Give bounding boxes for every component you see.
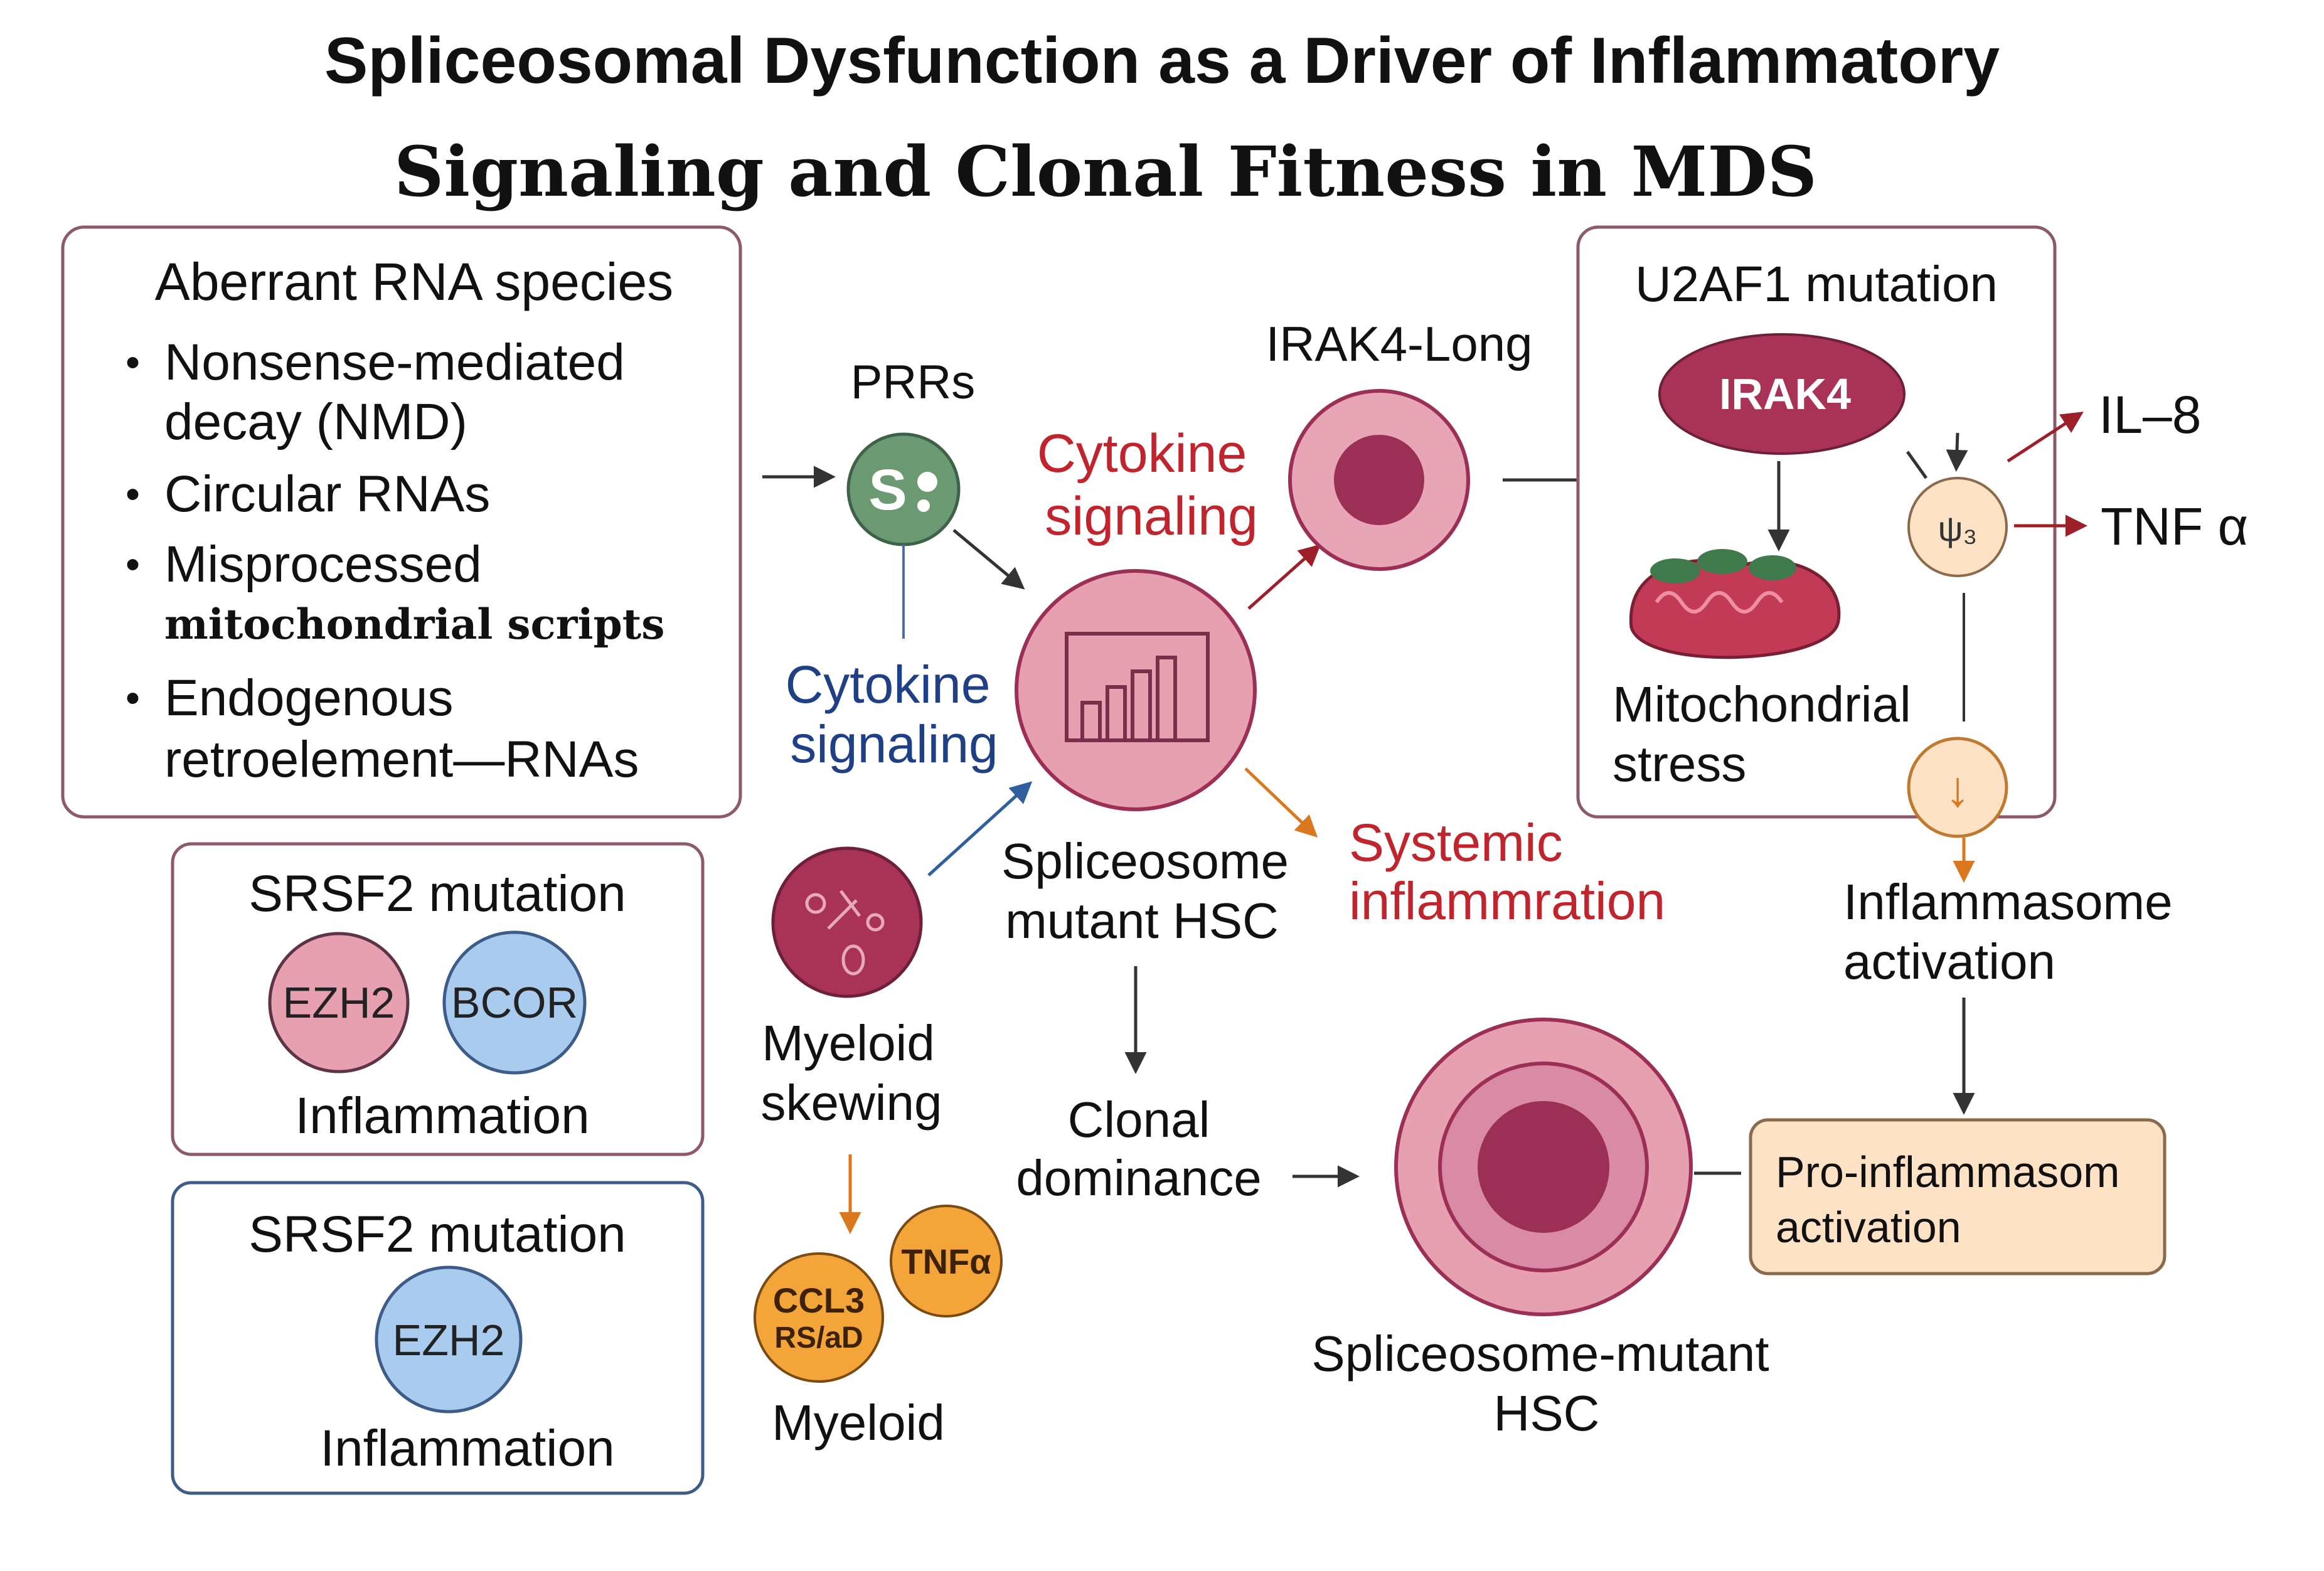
myeloid-skewing-line-2: skewing: [760, 1075, 942, 1131]
irak4-label: IRAK4: [1719, 370, 1851, 418]
bullet-misprocessed-line-2: mitochondrial scripts: [164, 600, 664, 649]
bullet-misprocessed-line-1: Misprocessed: [164, 536, 482, 593]
signaling-glyph: ψ₃: [1938, 509, 1978, 548]
arrow-myeloid-to-hsc: [927, 781, 1033, 876]
arrow-hsc-to-irak4-long: [1247, 544, 1321, 610]
cytokine-blue-line-2: signaling: [790, 715, 998, 774]
srsf2-a-footer: Inflammation: [295, 1087, 589, 1144]
spliceosome-hsc-line-1: Spliceosome: [1001, 833, 1289, 889]
aberrant-rna-box: [61, 225, 742, 819]
pro-box-line-2: activation: [1776, 1203, 1961, 1252]
srsf2-box-a: [171, 842, 705, 1156]
clonal-line-2: dominance: [1016, 1150, 1261, 1206]
systemic-line-1: Systemic: [1349, 813, 1563, 872]
bcor-node: [442, 930, 587, 1075]
cytokine-red-line-2: signaling: [1045, 486, 1257, 546]
irak4-node: [1658, 333, 1906, 455]
big-hsc-line-2: HSC: [1494, 1385, 1600, 1441]
srsf2-b-heading: SRSF2 mutation: [248, 1206, 626, 1263]
ccl3-label-line-2: RS/aD: [774, 1321, 863, 1355]
irak4-long-inner: [1334, 435, 1424, 525]
systemic-line-2: inflammration: [1349, 871, 1665, 930]
bullet-endogenous-line-2: retroelement—RNAs: [164, 731, 639, 788]
myeloid-skewing-node: [771, 846, 923, 998]
myeloid-skewing-line-1: Myeloid: [762, 1015, 935, 1071]
bullet-marker-2: •: [125, 471, 140, 517]
bullet-endogenous-line-1: Endogenous: [164, 669, 454, 727]
cytokine-red-line-1: Cytokine: [1037, 423, 1247, 484]
aberrant-rna-heading: Aberrant RNA species: [155, 252, 673, 311]
title-line-2: Signaling and Clonal Fitness in MDS: [394, 131, 1817, 212]
cytokine-blue-line-1: Cytokine: [786, 655, 991, 714]
bar-chart-icon: [1065, 632, 1210, 742]
il8-label: IL–8: [2099, 385, 2202, 444]
irak4-long-label: IRAK4-Long: [1266, 316, 1533, 371]
srsf2-b-footer: Inflammation: [320, 1420, 614, 1477]
bullet-nmd-line-1: Nonsense-mediated: [164, 334, 625, 391]
bullet-circular-rnas: Circular RNAs: [164, 466, 490, 523]
inflammasome-line-2: activation: [1843, 934, 2055, 989]
ezh2-label-b: EZH2: [393, 1316, 505, 1365]
arrow-hsc-to-systemic: [1244, 767, 1318, 838]
ezh2-node-a: [268, 932, 410, 1073]
signaling-node: [1907, 477, 2008, 577]
ccl3-node: [754, 1252, 884, 1383]
prrs-dot-icon: [917, 472, 937, 492]
u2af1-heading: U2AF1 mutation: [1635, 256, 1998, 312]
pro-inflammasome-box: [1749, 1118, 2167, 1275]
spliceosome-hsc-node: [1015, 569, 1257, 811]
pro-box-line-1: Pro-inflammasom: [1776, 1148, 2119, 1196]
mito-stress-line-2: stress: [1612, 736, 1746, 792]
input-tick-b: [1946, 432, 1968, 472]
bullet-nmd-line-2: decay (NMD): [164, 393, 467, 450]
bullet-marker-1: •: [125, 339, 140, 385]
prrs-glyph: S: [868, 458, 907, 522]
mitochondria-icon: [1629, 549, 1841, 659]
prrs-label: PRRs: [851, 356, 975, 409]
bullet-marker-4: •: [125, 674, 140, 721]
ezh2-label-a: EZH2: [283, 978, 395, 1027]
title-line-1: Spliceosomal Dysfunction as a Driver of …: [324, 24, 2000, 97]
bullet-marker-3: •: [125, 541, 140, 587]
mito-stress-line-1: Mitochondrial: [1612, 676, 1911, 732]
arrow-to-il8: [2007, 412, 2084, 463]
inflammasome-trigger-node: [1907, 737, 2008, 838]
tnf-label: TNF α: [2101, 497, 2248, 556]
tnfa-node: [890, 1205, 1003, 1318]
bcor-label: BCOR: [451, 978, 578, 1027]
myeloid-label: Myeloid: [772, 1395, 945, 1451]
granule-icon: [805, 890, 885, 976]
ccl3-label-line-1: CCL3: [773, 1281, 865, 1320]
ezh2-node-b: [375, 1265, 523, 1414]
big-hsc-line-1: Spliceosome-mutant: [1311, 1326, 1769, 1382]
arrow-prrs-to-hsc: [952, 529, 1025, 590]
prrs-dot-icon-small: [917, 499, 930, 512]
big-hsc-inner: [1478, 1101, 1609, 1233]
tnfa-label: TNFα: [901, 1242, 991, 1281]
input-tick-a: [1906, 450, 1928, 479]
down-arrow-icon: ↓: [1945, 761, 1970, 817]
inflammasome-line-1: Inflammasome: [1843, 874, 2173, 930]
clonal-line-1: Clonal: [1068, 1092, 1210, 1148]
spliceosome-hsc-line-2: mutant HSC: [1005, 893, 1279, 949]
srsf2-a-heading: SRSF2 mutation: [248, 865, 626, 922]
